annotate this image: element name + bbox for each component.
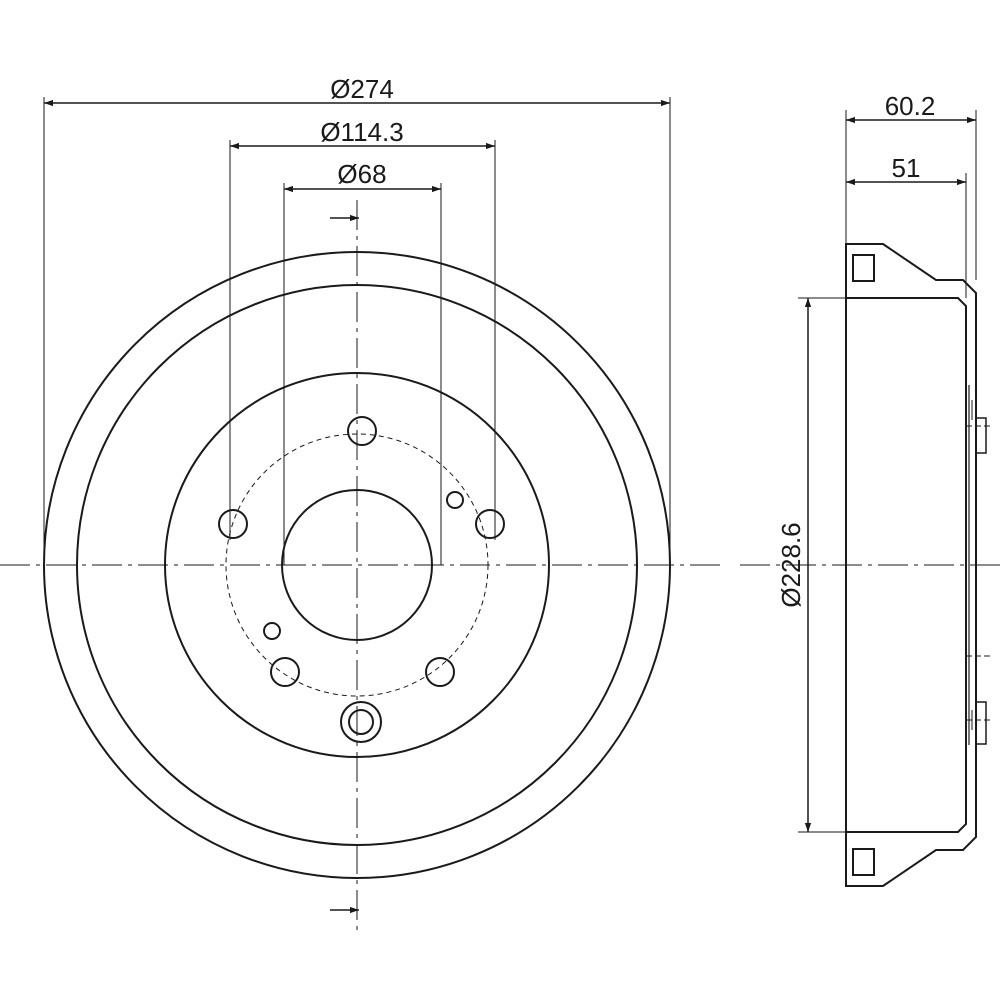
wheel-stud-hole [218, 509, 248, 539]
label-bolt-circle: Ø114.3 [320, 117, 403, 147]
label-inner-diameter: Ø228.6 [776, 522, 806, 607]
label-inner-height: 51 [892, 153, 921, 183]
wheel-stud-hole [347, 416, 377, 446]
dimension-outer-diameter [43, 97, 671, 565]
drum-braking-surface [76, 284, 638, 846]
dimension-inner-diameter [798, 297, 846, 833]
locating-screw-hole [446, 491, 464, 509]
front-view [0, 200, 720, 930]
dimension-center-bore [283, 183, 442, 565]
stud-boss-bottom [975, 701, 987, 745]
adjuster-hole-outer [340, 701, 382, 743]
hub-mounting-face [164, 372, 550, 758]
label-center-bore: Ø68 [337, 159, 386, 189]
dimension-total-height [845, 110, 977, 280]
bolt-pitch-circle [225, 433, 489, 697]
center-bore [281, 489, 433, 641]
side-section-view [740, 243, 1000, 887]
adjuster-hole-inner [348, 709, 374, 735]
rim-notch-top [852, 254, 875, 282]
rim-notch-bottom [852, 848, 875, 876]
wheel-stud-hole [270, 657, 300, 687]
dimension-inner-height [846, 173, 967, 298]
stud-boss-top [975, 417, 987, 454]
wheel-stud-hole [425, 657, 455, 687]
drum-section-outer-profile [845, 243, 977, 887]
drum-section-inner-profile [846, 297, 967, 833]
label-total-height: 60.2 [885, 91, 936, 121]
locating-screw-hole [263, 622, 281, 640]
wheel-stud-hole [475, 509, 505, 539]
dimension-bolt-circle [229, 140, 496, 540]
label-outer-diameter: Ø274 [330, 74, 394, 104]
